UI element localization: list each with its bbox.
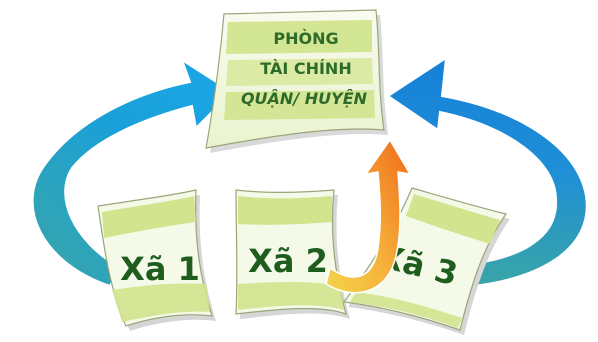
commune-label-1: Xã 1 [120,250,200,288]
district-finance-note: PHÒNG TÀI CHÍNH QUẬN/ HUYỆN [205,9,388,153]
commune-card-3: Xã 3 [342,187,510,335]
note-line-3: QUẬN/ HUYỆN [241,88,368,108]
note-line-2: TÀI CHÍNH [260,59,351,78]
left-flow-arrow [31,57,234,288]
commune-card-1: Xã 1 [97,189,216,331]
commune-card-2: Xã 2 [235,189,350,319]
commune-label-2: Xã 2 [248,242,328,280]
note-line-1: PHÒNG [273,29,338,48]
right-flow-arrow [386,56,588,290]
center-flow-arrow [325,138,412,294]
